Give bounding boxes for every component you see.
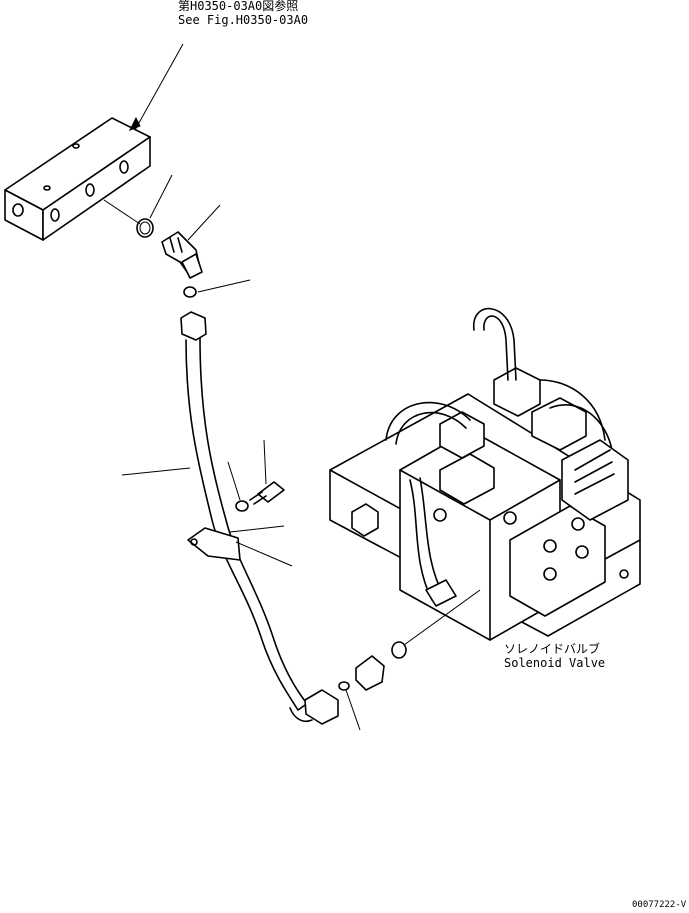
solenoid-valve-label: ソレノイドバルブ Solenoid Valve	[504, 642, 606, 671]
o-ring-upper-inner	[139, 221, 151, 235]
reference-note-jp: 第H0350-03A0図参照	[178, 0, 299, 13]
reference-note: 第H0350-03A0図参照 See Fig.H0350-03A0	[178, 0, 308, 28]
connector-fitting	[338, 655, 385, 691]
washer	[235, 500, 249, 512]
o-ring-small	[183, 286, 197, 298]
solenoid-valve-label-jp: ソレノイドバルブ	[504, 642, 601, 656]
leader-lines	[103, 43, 481, 731]
reference-note-en: See Fig.H0350-03A0	[178, 12, 309, 27]
solenoid-valve-label-en: Solenoid Valve	[504, 655, 606, 670]
manifold-block	[4, 117, 151, 241]
drawing-number: 00077222-V	[632, 900, 687, 910]
hose-assembly	[180, 311, 339, 725]
o-ring-valve	[391, 641, 407, 659]
solenoid-valve-assembly	[329, 307, 641, 641]
elbow-fitting	[161, 231, 203, 279]
hose-clamp	[187, 527, 241, 561]
o-ring-upper	[136, 218, 154, 238]
bolt	[249, 481, 285, 505]
